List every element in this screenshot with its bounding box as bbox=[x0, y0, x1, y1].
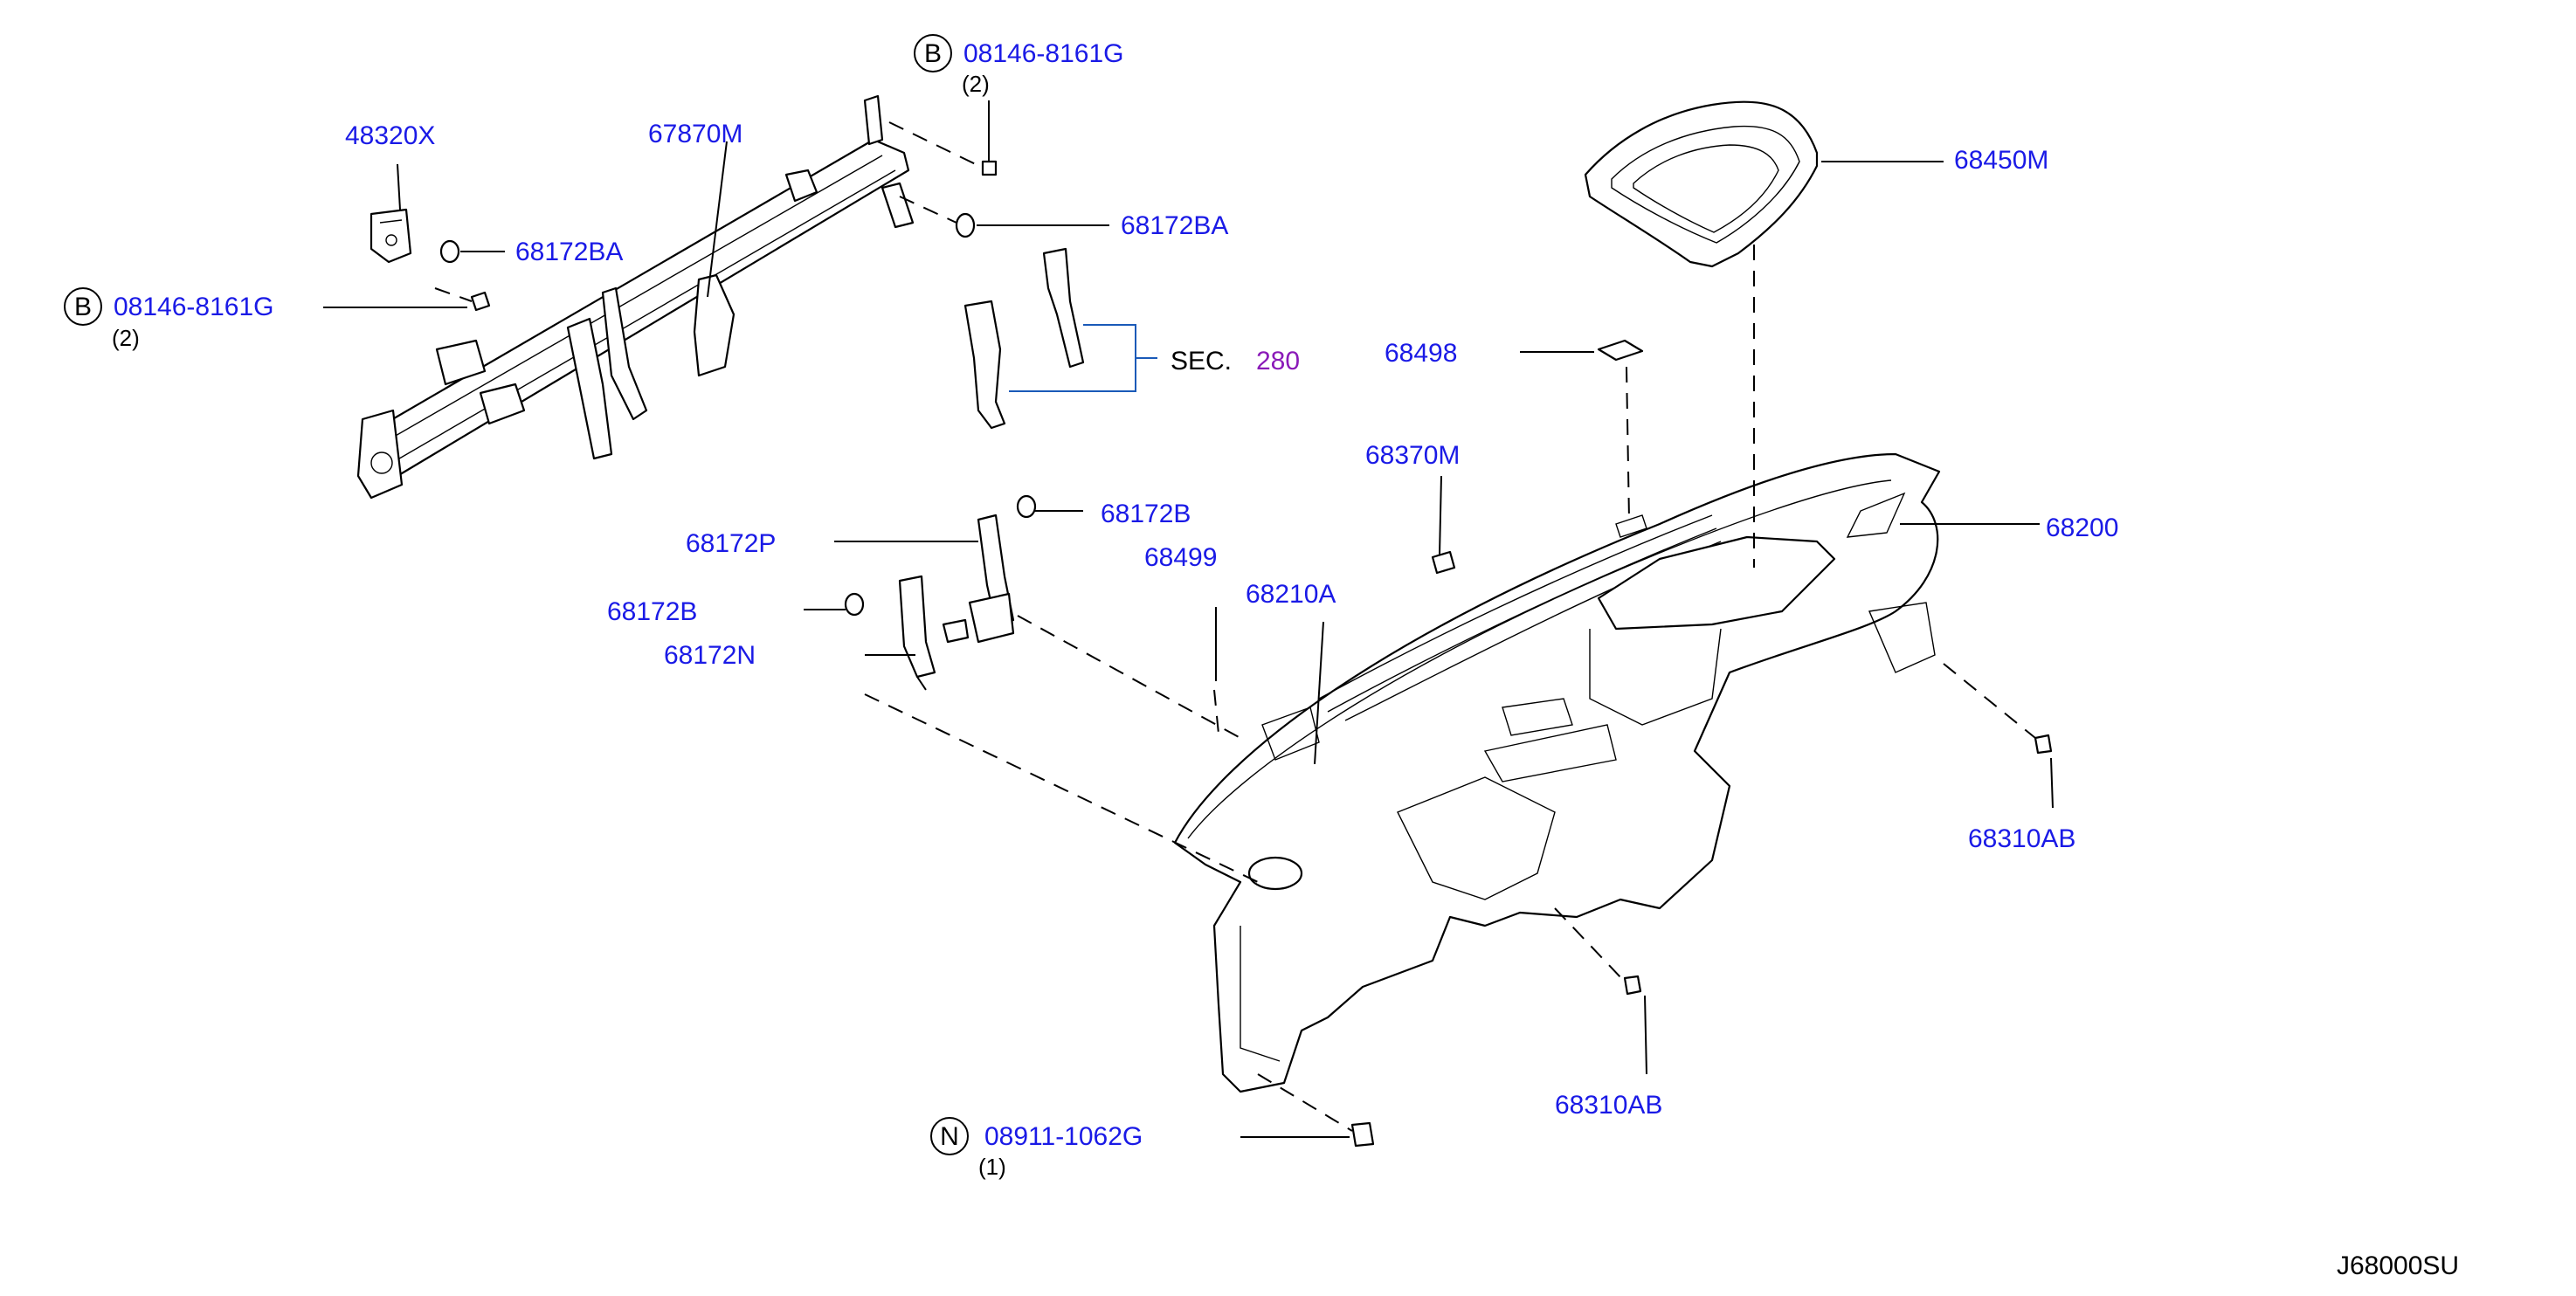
part-number-label[interactable]: 08911-1062G bbox=[984, 1122, 1143, 1151]
part-label-48320X[interactable]: 48320X bbox=[345, 121, 435, 150]
dashed-lines bbox=[434, 121, 2036, 1132]
steering-member-drawing bbox=[356, 94, 915, 500]
part-label-68450M[interactable]: 68450M bbox=[1954, 146, 2048, 175]
cover-68450M-drawing bbox=[1584, 100, 1819, 268]
quantity-label: (1) bbox=[978, 1154, 1006, 1180]
clip-68370M-drawing bbox=[1431, 550, 1456, 575]
quantity-label: (2) bbox=[112, 325, 140, 351]
part-label-68499[interactable]: 68499 bbox=[1144, 543, 1217, 572]
diagram-code: J68000SU bbox=[2337, 1251, 2459, 1280]
badge-circle bbox=[930, 1117, 969, 1155]
part-label-68310AB-bottom[interactable]: 68310AB bbox=[1555, 1091, 1662, 1120]
section-number[interactable]: 280 bbox=[1256, 347, 1300, 376]
badge-letter: B bbox=[74, 293, 92, 321]
fastener-bolt-top[interactable]: B 08146-8161G (2) bbox=[914, 34, 1124, 97]
part-label-67870M[interactable]: 67870M bbox=[648, 120, 742, 148]
badge-letter: N bbox=[940, 1122, 959, 1151]
part-label-68172B-left[interactable]: 68172B bbox=[607, 597, 697, 626]
part-label-68172B-top[interactable]: 68172B bbox=[1101, 500, 1191, 528]
part-label-68172BA-left[interactable]: 68172BA bbox=[515, 238, 623, 266]
part-label-68498[interactable]: 68498 bbox=[1385, 339, 1457, 368]
part-label-68200[interactable]: 68200 bbox=[2046, 514, 2118, 542]
badge-circle bbox=[914, 34, 952, 72]
part-label-68172P[interactable]: 68172P bbox=[686, 529, 776, 558]
part-label-68172BA-right[interactable]: 68172BA bbox=[1121, 211, 1228, 240]
quantity-label: (2) bbox=[962, 71, 990, 97]
badge-circle bbox=[64, 287, 102, 326]
pad-68498-drawing bbox=[1597, 339, 1644, 362]
part-number-label[interactable]: 08146-8161G bbox=[963, 39, 1124, 68]
brackets-68172P-68172N-drawing bbox=[898, 514, 1015, 679]
fastener-bolt-left[interactable]: B 08146-8161G (2) bbox=[64, 287, 274, 351]
section-reference[interactable]: SEC. 280 bbox=[1171, 347, 1300, 376]
section-prefix: SEC. bbox=[1171, 347, 1232, 376]
leader-lines bbox=[323, 141, 2054, 1138]
grommet-icons bbox=[439, 212, 1037, 617]
instrument-panel-drawing bbox=[1173, 452, 1941, 1093]
part-label-68370M[interactable]: 68370M bbox=[1365, 441, 1460, 470]
part-label-68310AB-right[interactable]: 68310AB bbox=[1968, 824, 2075, 853]
badge-letter: B bbox=[924, 39, 942, 68]
part-label-68172N[interactable]: 68172N bbox=[664, 641, 756, 670]
part-number-label[interactable]: 08146-8161G bbox=[114, 293, 274, 321]
part-label-68210A[interactable]: 68210A bbox=[1246, 580, 1336, 609]
fastener-nut-bottom[interactable]: N 08911-1062G (1) bbox=[930, 1117, 1143, 1180]
sec280-brackets-drawing bbox=[963, 247, 1157, 430]
bracket-48320X-drawing bbox=[369, 208, 412, 264]
